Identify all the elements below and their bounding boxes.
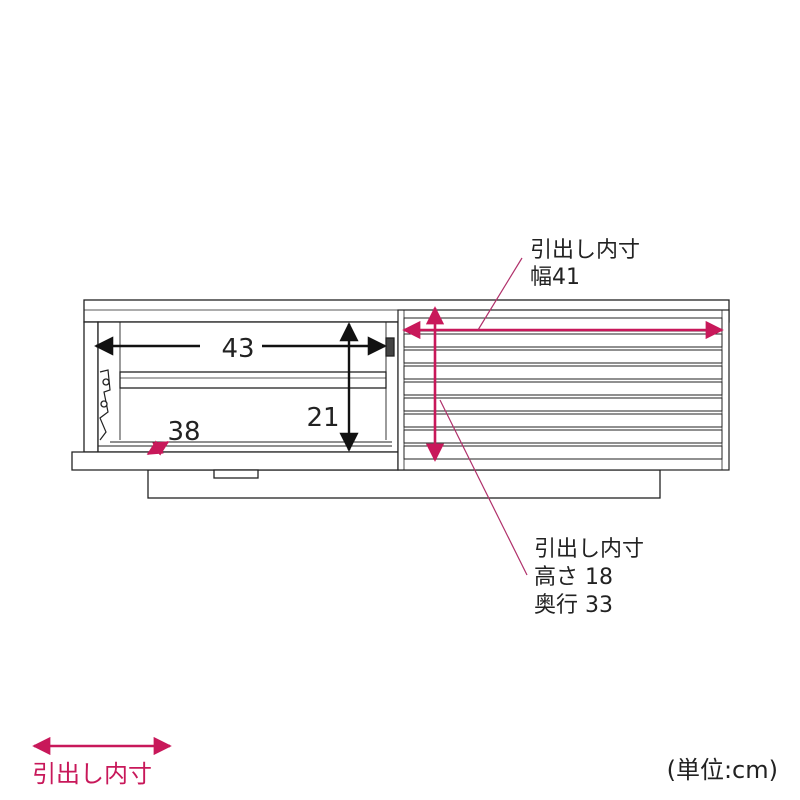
drawer-slat bbox=[403, 445, 723, 460]
inner-shelf bbox=[119, 371, 387, 389]
drawer-slats bbox=[403, 317, 723, 460]
width-dimension-label: 43 bbox=[221, 334, 254, 364]
leader-top bbox=[477, 257, 523, 331]
drawer-slat bbox=[403, 397, 723, 412]
drop-door-flap bbox=[71, 451, 399, 471]
drawer-slat bbox=[403, 349, 723, 364]
left-side-panel bbox=[83, 321, 99, 453]
door-handle bbox=[213, 469, 259, 479]
callout-bottom-line1: 引出し内寸 bbox=[534, 537, 644, 562]
leader-bottom bbox=[439, 399, 528, 576]
height-dimension-label: 21 bbox=[306, 403, 339, 433]
drawer-slat bbox=[403, 381, 723, 396]
legend-label: 引出し内寸 bbox=[32, 760, 152, 788]
black-dimensions bbox=[94, 322, 387, 452]
callout-bottom-line2: 高さ 18 bbox=[534, 565, 613, 590]
callout-bottom-line3: 奥行 33 bbox=[534, 593, 613, 618]
drawer-slat bbox=[403, 333, 723, 348]
drawer-unit bbox=[397, 309, 730, 471]
depth-arrow bbox=[146, 440, 170, 456]
callout-top-line2: 幅41 bbox=[530, 265, 580, 290]
drawer-slat bbox=[403, 365, 723, 380]
callout-top-line1: 引出し内寸 bbox=[530, 238, 640, 263]
door-catch bbox=[385, 337, 395, 357]
accent-dimensions bbox=[146, 306, 724, 462]
unit-note: (単位:cm) bbox=[667, 756, 778, 784]
callout-leaders bbox=[439, 257, 528, 576]
drawer-slat bbox=[403, 429, 723, 444]
depth-dimension-label: 38 bbox=[167, 417, 200, 447]
drawer-slat bbox=[403, 413, 723, 428]
